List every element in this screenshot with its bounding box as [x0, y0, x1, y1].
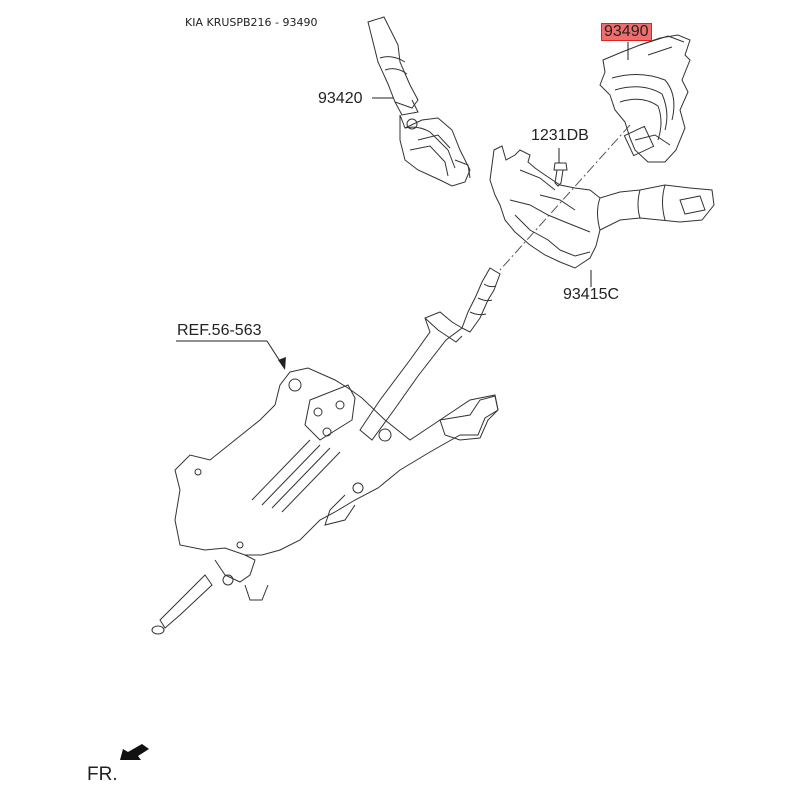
callout-1231DB[interactable]: 1231DB	[531, 127, 589, 144]
part-93420-switch[interactable]	[368, 17, 470, 186]
assembly-axis-line	[500, 125, 630, 270]
callout-93490[interactable]: 93490	[601, 23, 652, 41]
front-direction-label: FR.	[87, 764, 118, 785]
callout-93420[interactable]: 93420	[318, 90, 363, 107]
steering-column-assembly[interactable]	[152, 268, 500, 634]
part-93415C-switch[interactable]	[490, 146, 714, 268]
front-direction-arrow-icon	[120, 744, 149, 760]
callout-93415C[interactable]: 93415C	[563, 286, 620, 303]
diagram-title: KIA KRUSPB216 - 93490	[185, 16, 318, 29]
part-93490-clock-spring[interactable]	[600, 35, 690, 162]
ref-arrowhead	[278, 357, 286, 370]
callout-ref-56-563[interactable]: REF.56-563	[177, 322, 262, 339]
